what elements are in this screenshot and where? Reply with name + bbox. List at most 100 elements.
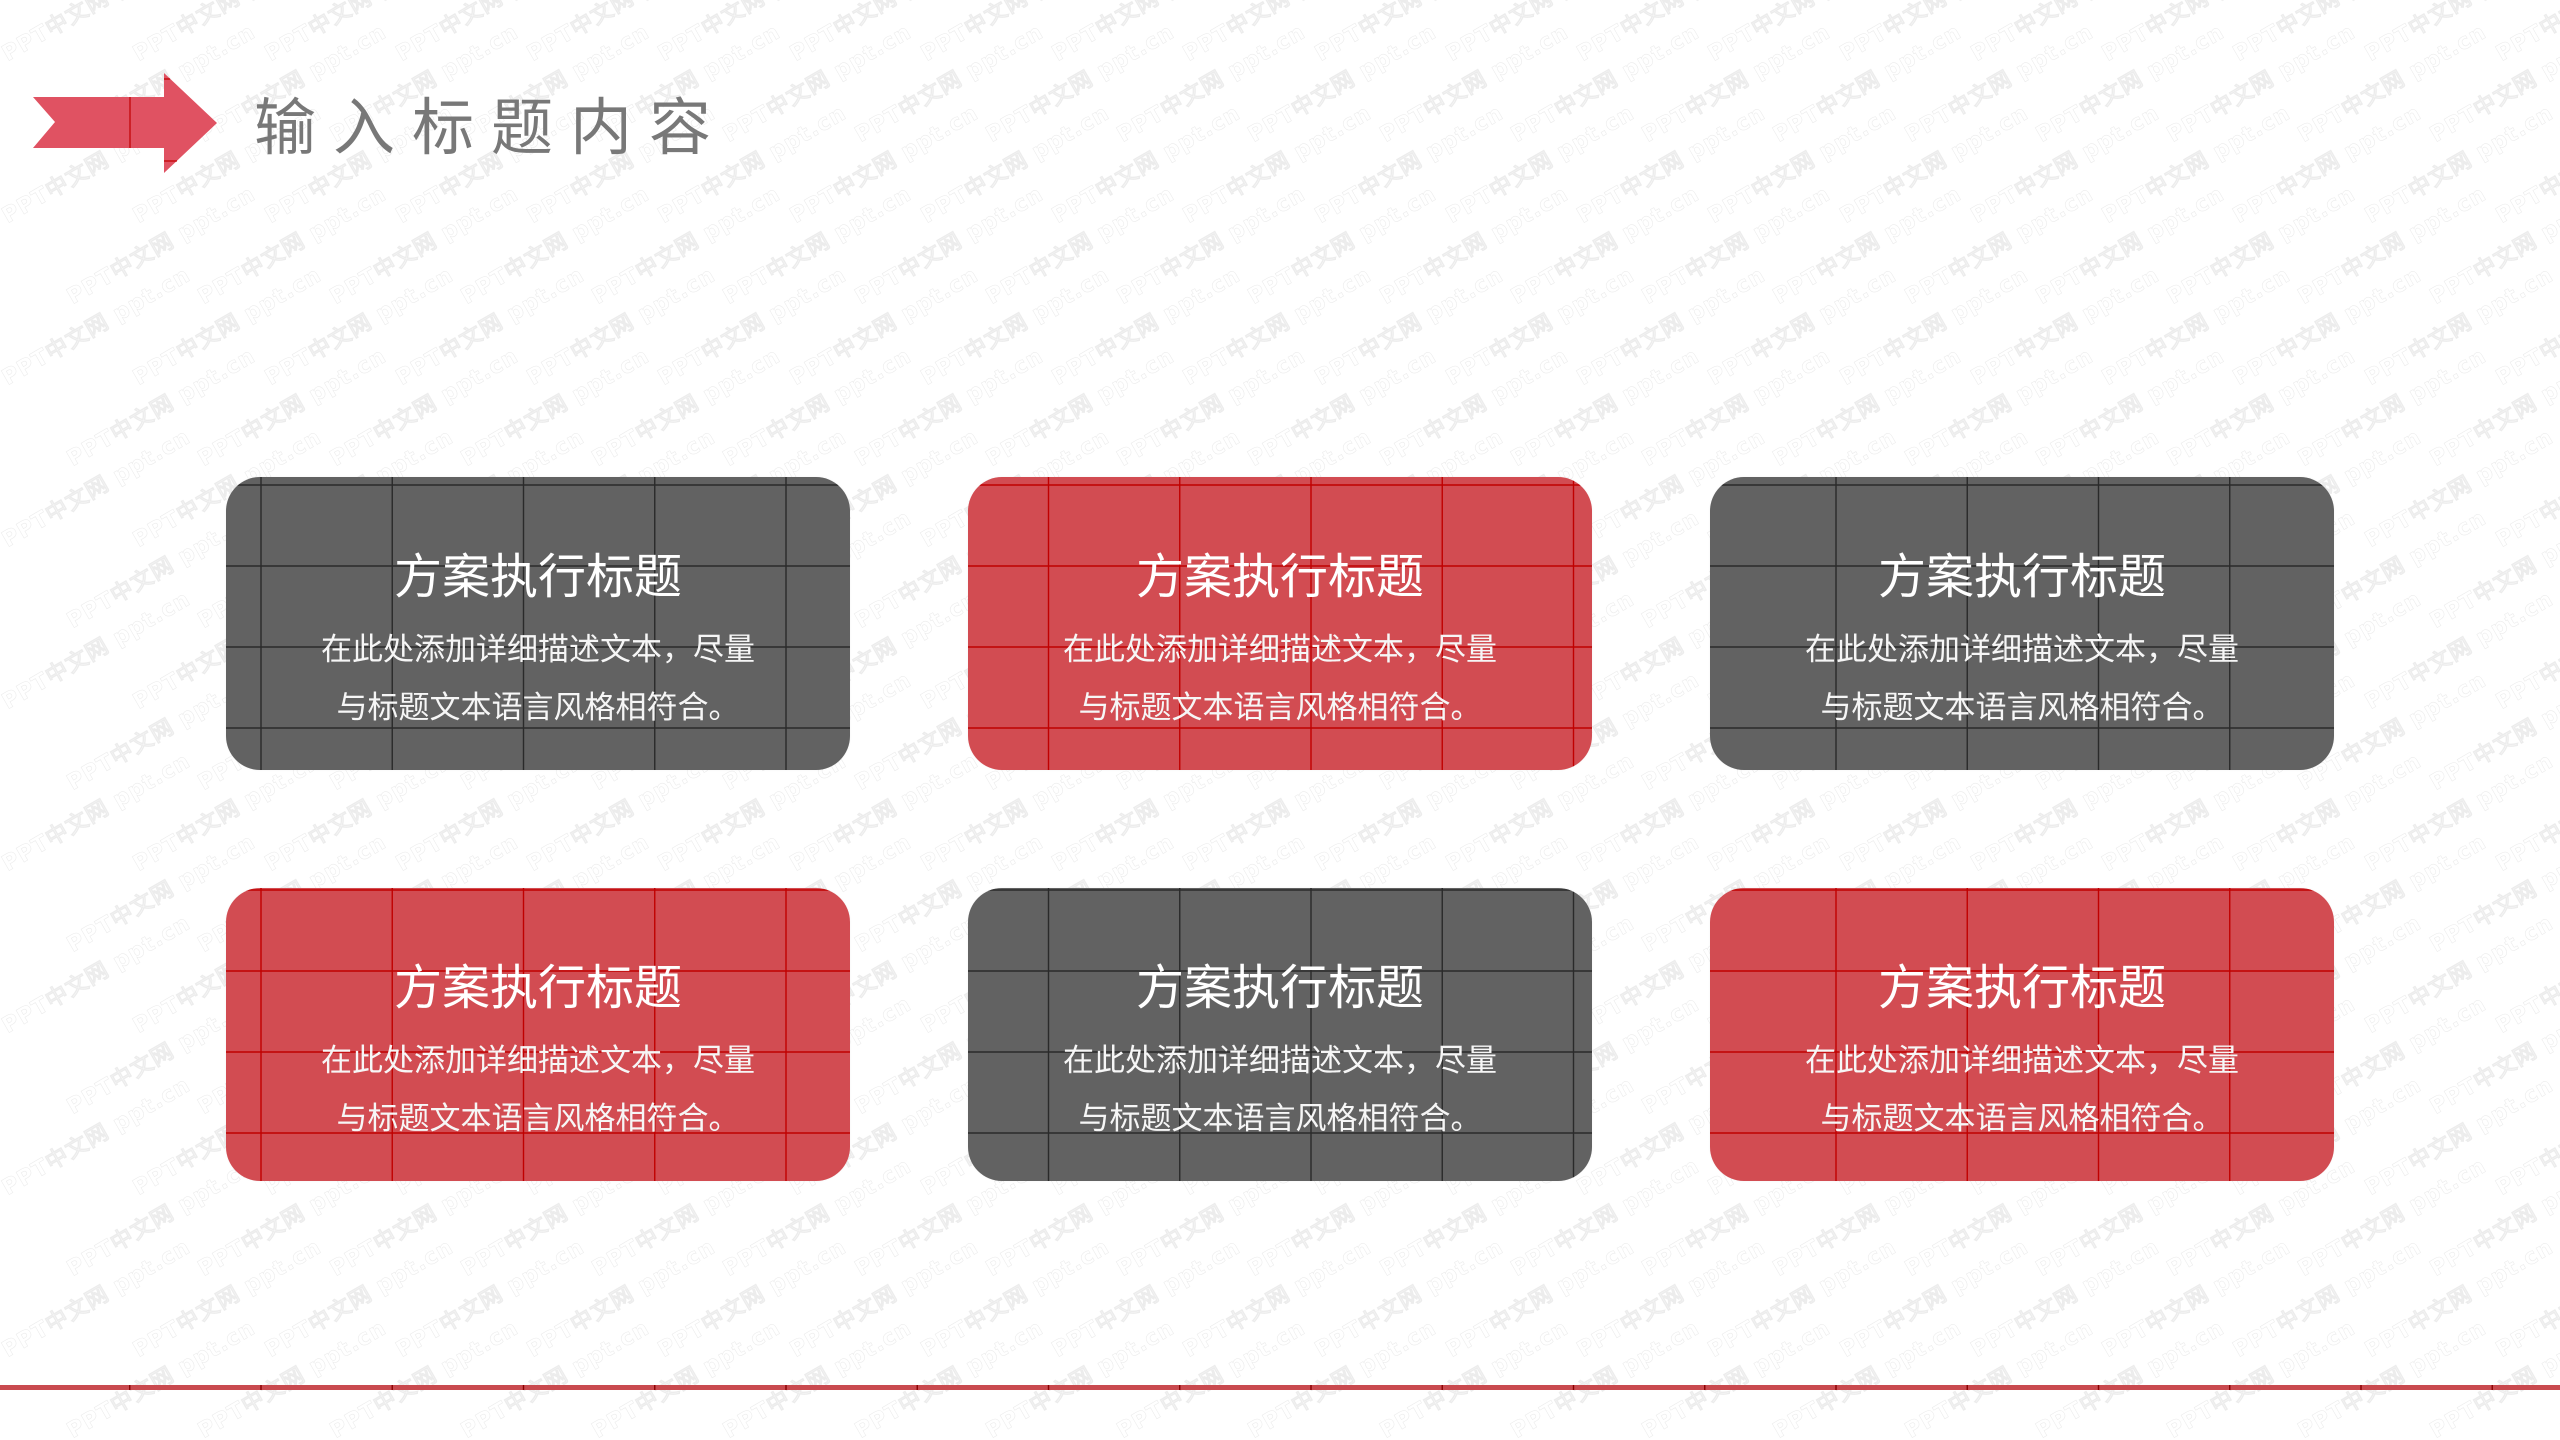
card-description[interactable]: 在此处添加详细描述文本，尽量 与标题文本语言风格相符合。 (968, 621, 1592, 737)
watermark-text: PPT中文网 ppt.cn (785, 0, 983, 67)
card-description-line-1: 在此处添加详细描述文本，尽量 (321, 632, 755, 668)
watermark-text: PPT中文网 ppt.cn (0, 424, 195, 553)
watermark-text: PPT中文网 ppt.cn (1900, 19, 2098, 148)
watermark-text: PPT中文网 ppt.cn (1506, 181, 1704, 310)
watermark-text: PPT中文网 ppt.cn (1113, 343, 1311, 472)
watermark-text: PPT中文网 ppt.cn (194, 343, 392, 472)
watermark-text: PPT中文网 ppt.cn (1179, 1234, 1377, 1363)
watermark-text: PPT中文网 ppt.cn (1769, 343, 1967, 472)
watermark-text: PPT中文网 ppt.cn (654, 0, 852, 67)
card-3[interactable]: 方案执行标题 在此处添加详细描述文本，尽量 与标题文本语言风格相符合。 (1710, 477, 2334, 770)
watermark-text: PPT中文网 ppt.cn (654, 262, 852, 391)
watermark-text: PPT中文网 ppt.cn (1900, 343, 2098, 472)
watermark-text: PPT中文网 ppt.cn (1704, 0, 1902, 67)
card-description[interactable]: 在此处添加详细描述文本，尽量 与标题文本语言风格相符合。 (1710, 1032, 2334, 1148)
watermark-text: PPT中文网 ppt.cn (63, 1315, 261, 1440)
watermark-text: PPT中文网 ppt.cn (1900, 1315, 2098, 1440)
watermark-text: PPT中文网 ppt.cn (916, 1234, 1114, 1363)
watermark-text: PPT中文网 ppt.cn (391, 1234, 589, 1363)
watermark-text: PPT中文网 ppt.cn (325, 181, 523, 310)
watermark-text: PPT中文网 ppt.cn (2491, 262, 2560, 391)
watermark-text: PPT中文网 ppt.cn (588, 1315, 786, 1440)
watermark-text: PPT中文网 ppt.cn (1310, 1234, 1508, 1363)
watermark-text: PPT中文网 ppt.cn (1638, 181, 1836, 310)
card-title[interactable]: 方案执行标题 (393, 960, 682, 1016)
card-title[interactable]: 方案执行标题 (1135, 960, 1424, 1016)
watermark-text: PPT中文网 ppt.cn (1244, 181, 1442, 310)
card-description-line-2: 与标题文本语言风格相符合。 (336, 690, 740, 726)
watermark-text: PPT中文网 ppt.cn (456, 1315, 654, 1440)
card-description-line-2: 与标题文本语言风格相符合。 (336, 1101, 740, 1137)
watermark-text: PPT中文网 ppt.cn (1638, 1315, 1836, 1440)
watermark-text: PPT中文网 ppt.cn (850, 343, 1048, 472)
watermark-text: PPT中文网 ppt.cn (2098, 100, 2296, 229)
watermark-text: PPT中文网 ppt.cn (1966, 0, 2164, 67)
watermark-text: PPT中文网 ppt.cn (2031, 343, 2229, 472)
watermark-text: PPT中文网 ppt.cn (1310, 100, 1508, 229)
watermark-text: PPT中文网 ppt.cn (1310, 0, 1508, 67)
watermark-text: PPT中文网 ppt.cn (0, 748, 195, 877)
page-title[interactable]: 输入标题内容 (254, 91, 729, 164)
watermark-text: PPT中文网 ppt.cn (2491, 1072, 2560, 1201)
watermark-text: PPT中文网 ppt.cn (0, 1072, 195, 1201)
watermark-text: PPT中文网 ppt.cn (1966, 1234, 2164, 1363)
watermark-text: PPT中文网 ppt.cn (2425, 1315, 2560, 1440)
watermark-text: PPT中文网 ppt.cn (2229, 1234, 2427, 1363)
watermark-text: PPT中文网 ppt.cn (1048, 1234, 1246, 1363)
watermark-text: PPT中文网 ppt.cn (1638, 343, 1836, 472)
watermark-text: PPT中文网 ppt.cn (719, 181, 917, 310)
card-5[interactable]: 方案执行标题 在此处添加详细描述文本，尽量 与标题文本语言风格相符合。 (968, 888, 1592, 1181)
watermark-text: PPT中文网 ppt.cn (2556, 1315, 2560, 1440)
watermark-text: PPT中文网 ppt.cn (2556, 991, 2560, 1120)
watermark-text: PPT中文网 ppt.cn (1375, 19, 1573, 148)
card-description-line-1: 在此处添加详细描述文本，尽量 (1063, 632, 1497, 668)
watermark-text: PPT中文网 ppt.cn (719, 1315, 917, 1440)
card-title[interactable]: 方案执行标题 (1135, 549, 1424, 605)
card-title[interactable]: 方案执行标题 (393, 549, 682, 605)
watermark-text: PPT中文网 ppt.cn (2294, 1315, 2492, 1440)
card-description[interactable]: 在此处添加详细描述文本，尽量 与标题文本语言风格相符合。 (226, 621, 850, 737)
watermark-text: PPT中文网 ppt.cn (2229, 100, 2427, 229)
watermark-text: PPT中文网 ppt.cn (1704, 100, 1902, 229)
watermark-text: PPT中文网 ppt.cn (850, 19, 1048, 148)
card-description-line-1: 在此处添加详细描述文本，尽量 (1063, 1043, 1497, 1079)
watermark-text: PPT中文网 ppt.cn (63, 1153, 261, 1282)
watermark-text: PPT中文网 ppt.cn (2491, 910, 2560, 1039)
watermark-text: PPT中文网 ppt.cn (2163, 1315, 2361, 1440)
watermark-text: PPT中文网 ppt.cn (2491, 424, 2560, 553)
watermark-text: PPT中文网 ppt.cn (2360, 424, 2558, 553)
card-description[interactable]: 在此处添加详细描述文本，尽量 与标题文本语言风格相符合。 (1710, 621, 2334, 737)
watermark-text: PPT中文网 ppt.cn (1441, 0, 1639, 67)
watermark-text: PPT中文网 ppt.cn (2294, 343, 2492, 472)
watermark-text: PPT中文网 ppt.cn (2556, 181, 2560, 310)
watermark-text: PPT中文网 ppt.cn (2491, 1234, 2560, 1363)
card-description[interactable]: 在此处添加详细描述文本，尽量 与标题文本语言风格相符合。 (226, 1032, 850, 1148)
card-description-line-1: 在此处添加详细描述文本，尽量 (321, 1043, 755, 1079)
watermark-text: PPT中文网 ppt.cn (2556, 667, 2560, 796)
watermark-text: PPT中文网 ppt.cn (0, 586, 195, 715)
watermark-text: PPT中文网 ppt.cn (785, 1234, 983, 1363)
watermark-text: PPT中文网 ppt.cn (2229, 0, 2427, 67)
watermark-text: PPT中文网 ppt.cn (2163, 181, 2361, 310)
watermark-text: PPT中文网 ppt.cn (2163, 19, 2361, 148)
watermark-text: PPT中文网 ppt.cn (391, 0, 589, 67)
watermark-text: PPT中文网 ppt.cn (325, 1315, 523, 1440)
card-2[interactable]: 方案执行标题 在此处添加详细描述文本，尽量 与标题文本语言风格相符合。 (968, 477, 1592, 770)
watermark-text: PPT中文网 ppt.cn (1048, 100, 1246, 229)
watermark-text: PPT中文网 ppt.cn (1835, 1234, 2033, 1363)
card-1[interactable]: 方案执行标题 在此处添加详细描述文本，尽量 与标题文本语言风格相符合。 (226, 477, 850, 770)
card-title[interactable]: 方案执行标题 (1877, 960, 2166, 1016)
watermark-text: PPT中文网 ppt.cn (1375, 343, 1573, 472)
card-4[interactable]: 方案执行标题 在此处添加详细描述文本，尽量 与标题文本语言风格相符合。 (226, 888, 850, 1181)
watermark-text: PPT中文网 ppt.cn (325, 343, 523, 472)
watermark-text: PPT中文网 ppt.cn (2360, 262, 2558, 391)
card-description[interactable]: 在此处添加详细描述文本，尽量 与标题文本语言风格相符合。 (968, 1032, 1592, 1148)
card-6[interactable]: 方案执行标题 在此处添加详细描述文本，尽量 与标题文本语言风格相符合。 (1710, 888, 2334, 1181)
watermark-text: PPT中文网 ppt.cn (1244, 19, 1442, 148)
watermark-text: PPT中文网 ppt.cn (588, 343, 786, 472)
card-title[interactable]: 方案执行标题 (1877, 549, 2166, 605)
watermark-text: PPT中文网 ppt.cn (1966, 100, 2164, 229)
watermark-text: PPT中文网 ppt.cn (1966, 262, 2164, 391)
watermark-text: PPT中文网 ppt.cn (588, 181, 786, 310)
